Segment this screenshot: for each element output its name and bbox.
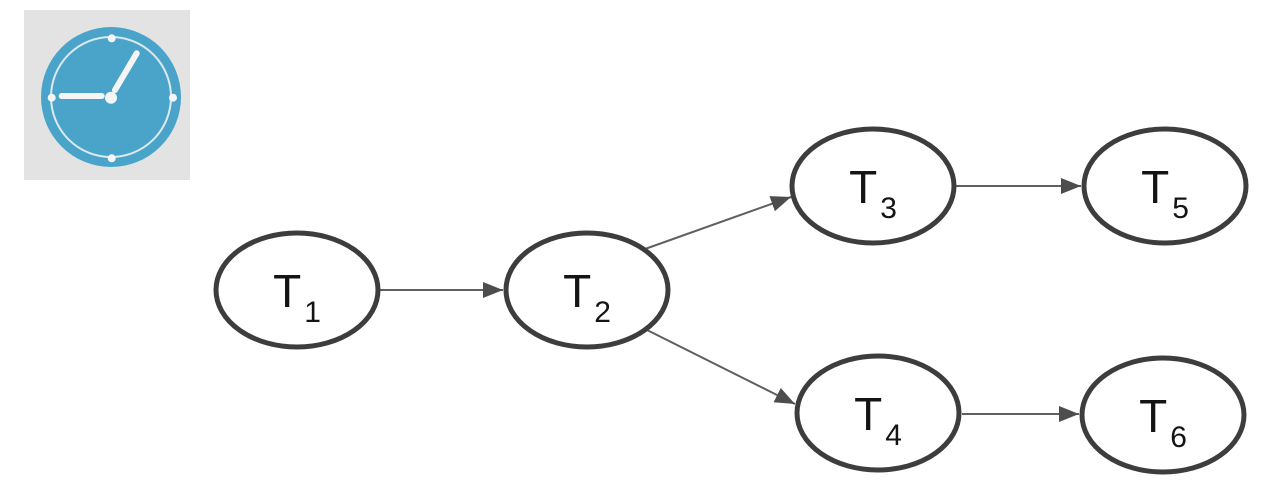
node-ellipse-T6 — [1079, 355, 1247, 475]
clock-tick-12 — [107, 34, 116, 43]
clock-tick-3 — [169, 93, 177, 102]
node-ellipse-T2 — [503, 230, 671, 350]
clock-icon-tile — [24, 10, 190, 180]
node-ellipse-T5 — [1081, 126, 1249, 246]
clock-icon — [41, 27, 181, 167]
edge-T2-T4 — [646, 329, 796, 405]
clock-tick-9 — [47, 93, 56, 102]
edge-T2-T3 — [644, 196, 792, 250]
node-ellipse-T3 — [789, 126, 957, 246]
node-ellipse-T1 — [213, 230, 381, 350]
clock-center-dot — [105, 91, 117, 104]
node-ellipse-T4 — [794, 353, 962, 473]
clock-tick-6 — [107, 154, 116, 163]
clock-minute-hand — [112, 50, 140, 93]
